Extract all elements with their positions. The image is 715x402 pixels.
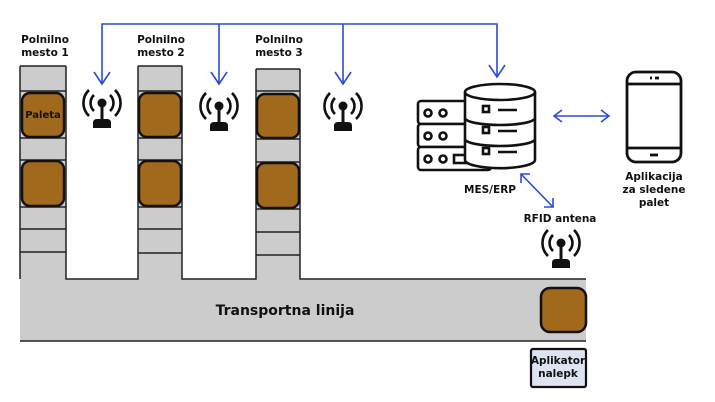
pallet bbox=[255, 92, 301, 140]
arrowhead bbox=[93, 71, 111, 86]
pallet bbox=[255, 161, 301, 210]
arrowhead bbox=[210, 71, 228, 86]
network-connections bbox=[93, 23, 611, 208]
server-rfid-link bbox=[520, 173, 554, 208]
pallet bbox=[137, 159, 183, 208]
rfid-antenna-icon bbox=[541, 228, 581, 270]
label-applicator: Aplikator nalepk bbox=[529, 347, 588, 389]
rfid-antenna-icon bbox=[199, 91, 239, 133]
rfid-antenna-icon bbox=[323, 91, 363, 133]
arrowhead bbox=[488, 64, 506, 79]
conveyor-outline bbox=[19, 66, 586, 342]
column-tops bbox=[20, 65, 300, 70]
station-1-label-line1: Polnilno bbox=[21, 34, 69, 46]
arrowhead bbox=[544, 198, 554, 208]
pallet-label: Paleta bbox=[25, 110, 61, 121]
app-label-line3: palet bbox=[639, 197, 669, 209]
app-label-line2: za sledene bbox=[622, 184, 685, 196]
arrowhead bbox=[334, 71, 352, 86]
arrowhead bbox=[520, 173, 530, 183]
pallet bbox=[20, 91, 66, 139]
rfid-antenna-label: RFID antena bbox=[524, 213, 597, 225]
server-label: MES/ERP bbox=[464, 184, 516, 196]
station-3-label-line1: Polnilno bbox=[255, 34, 303, 46]
network-bus-line bbox=[101, 23, 498, 84]
pallets bbox=[20, 91, 588, 334]
station-3-label-line2: mesto 3 bbox=[255, 47, 303, 59]
conveyor-band bbox=[20, 279, 586, 341]
station-2-label-line1: Polnilno bbox=[137, 34, 185, 46]
station-labels: Polnilno mesto 1 Polnilno mesto 2 Polnil… bbox=[21, 34, 303, 59]
pallet bbox=[137, 91, 183, 139]
applicator-label-line2: nalepk bbox=[538, 368, 579, 380]
arrowhead bbox=[600, 109, 611, 123]
applicator-label-line1: Aplikator bbox=[531, 355, 586, 367]
pallet bbox=[539, 286, 588, 334]
conveyor-label: Transportna linija bbox=[216, 303, 355, 319]
station-2-label-line2: mesto 2 bbox=[137, 47, 185, 59]
server-database-icon bbox=[416, 82, 537, 172]
pallet bbox=[20, 159, 66, 208]
station-1-label-line2: mesto 1 bbox=[21, 47, 69, 59]
arrowhead bbox=[552, 109, 563, 123]
rfid-antenna-icon bbox=[82, 88, 122, 130]
app-label-line1: Aplikacija bbox=[625, 171, 682, 183]
smartphone-icon bbox=[625, 70, 683, 164]
